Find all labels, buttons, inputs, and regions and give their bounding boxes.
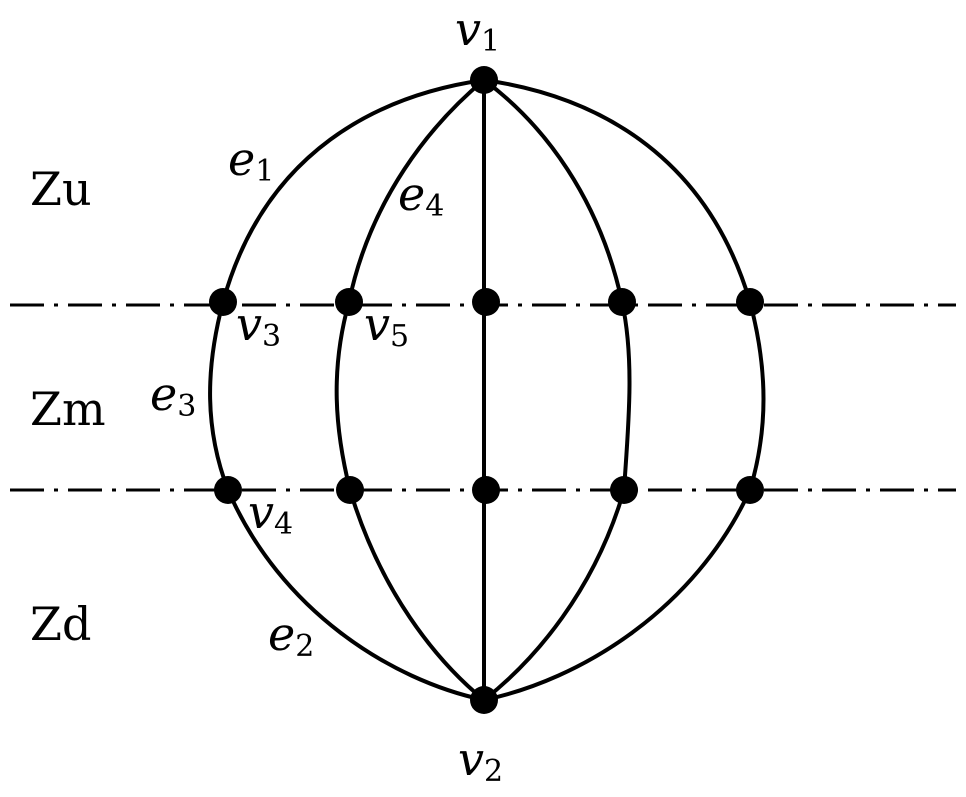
vertex-outer-right-lower (736, 476, 764, 504)
vertex-v2 (470, 686, 498, 714)
vertex-v1 (470, 66, 498, 94)
edge-outer-right (482, 78, 766, 702)
vertex-label-v1: v1 (455, 2, 500, 59)
vertex-outer-right-upper (736, 288, 764, 316)
zone-label-upper: Zu (30, 162, 92, 216)
vertex-center-lower (472, 476, 500, 504)
zone-label-middle: Zm (30, 382, 106, 436)
edge-label-e3: e3 (150, 367, 196, 424)
vertex-center-upper (472, 288, 500, 316)
vertex-label-v4: v4 (248, 485, 293, 542)
edge-outer-left (208, 78, 486, 702)
edge-inner-left (334, 78, 486, 702)
vertex-inner-left-lower (336, 476, 364, 504)
vertex-v5 (335, 288, 363, 316)
vertex-label-v3: v3 (236, 297, 281, 354)
vertex-inner-right-upper (608, 288, 636, 316)
edge-label-e2: e2 (268, 607, 314, 664)
vertex-label-v2: v2 (458, 732, 503, 789)
vertex-inner-right-lower (610, 476, 638, 504)
vertex-label-v5: v5 (364, 297, 409, 354)
vertex-v4 (214, 476, 242, 504)
vertex-v3 (209, 288, 237, 316)
edge-label-e4: e4 (398, 167, 444, 224)
edge-inner-right (482, 78, 632, 702)
zone-label-lower: Zd (30, 597, 91, 651)
edge-label-e1: e1 (228, 132, 274, 189)
